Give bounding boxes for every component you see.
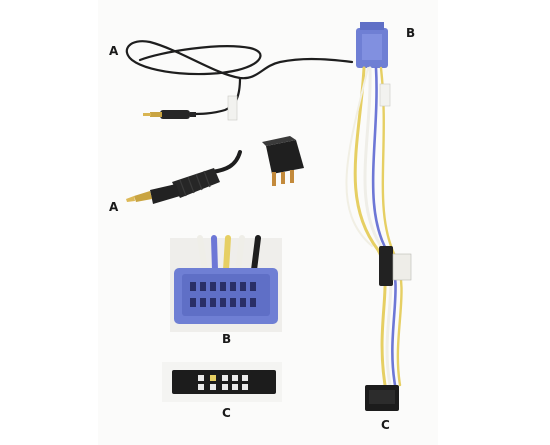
label-c-connector: C bbox=[222, 406, 231, 420]
label-c-harness: C bbox=[381, 418, 390, 432]
mini-jack-small bbox=[143, 110, 196, 119]
mini-jack-closeup bbox=[126, 150, 242, 204]
relay bbox=[262, 136, 304, 186]
label-a-jack: A bbox=[109, 200, 119, 214]
harness-tag bbox=[379, 83, 391, 107]
audio-cable-coil bbox=[125, 40, 354, 116]
blue-connector-closeup bbox=[174, 235, 278, 324]
harness-inline-fuse bbox=[379, 246, 412, 286]
cable-tag-label bbox=[227, 95, 238, 121]
black-connector-closeup bbox=[172, 370, 276, 394]
label-a-cable: A bbox=[109, 44, 119, 58]
harness-black-plug bbox=[365, 385, 399, 411]
label-b-connector: B bbox=[222, 332, 232, 346]
harness-blue-plug bbox=[356, 22, 388, 68]
label-b-harness: B bbox=[406, 26, 416, 40]
